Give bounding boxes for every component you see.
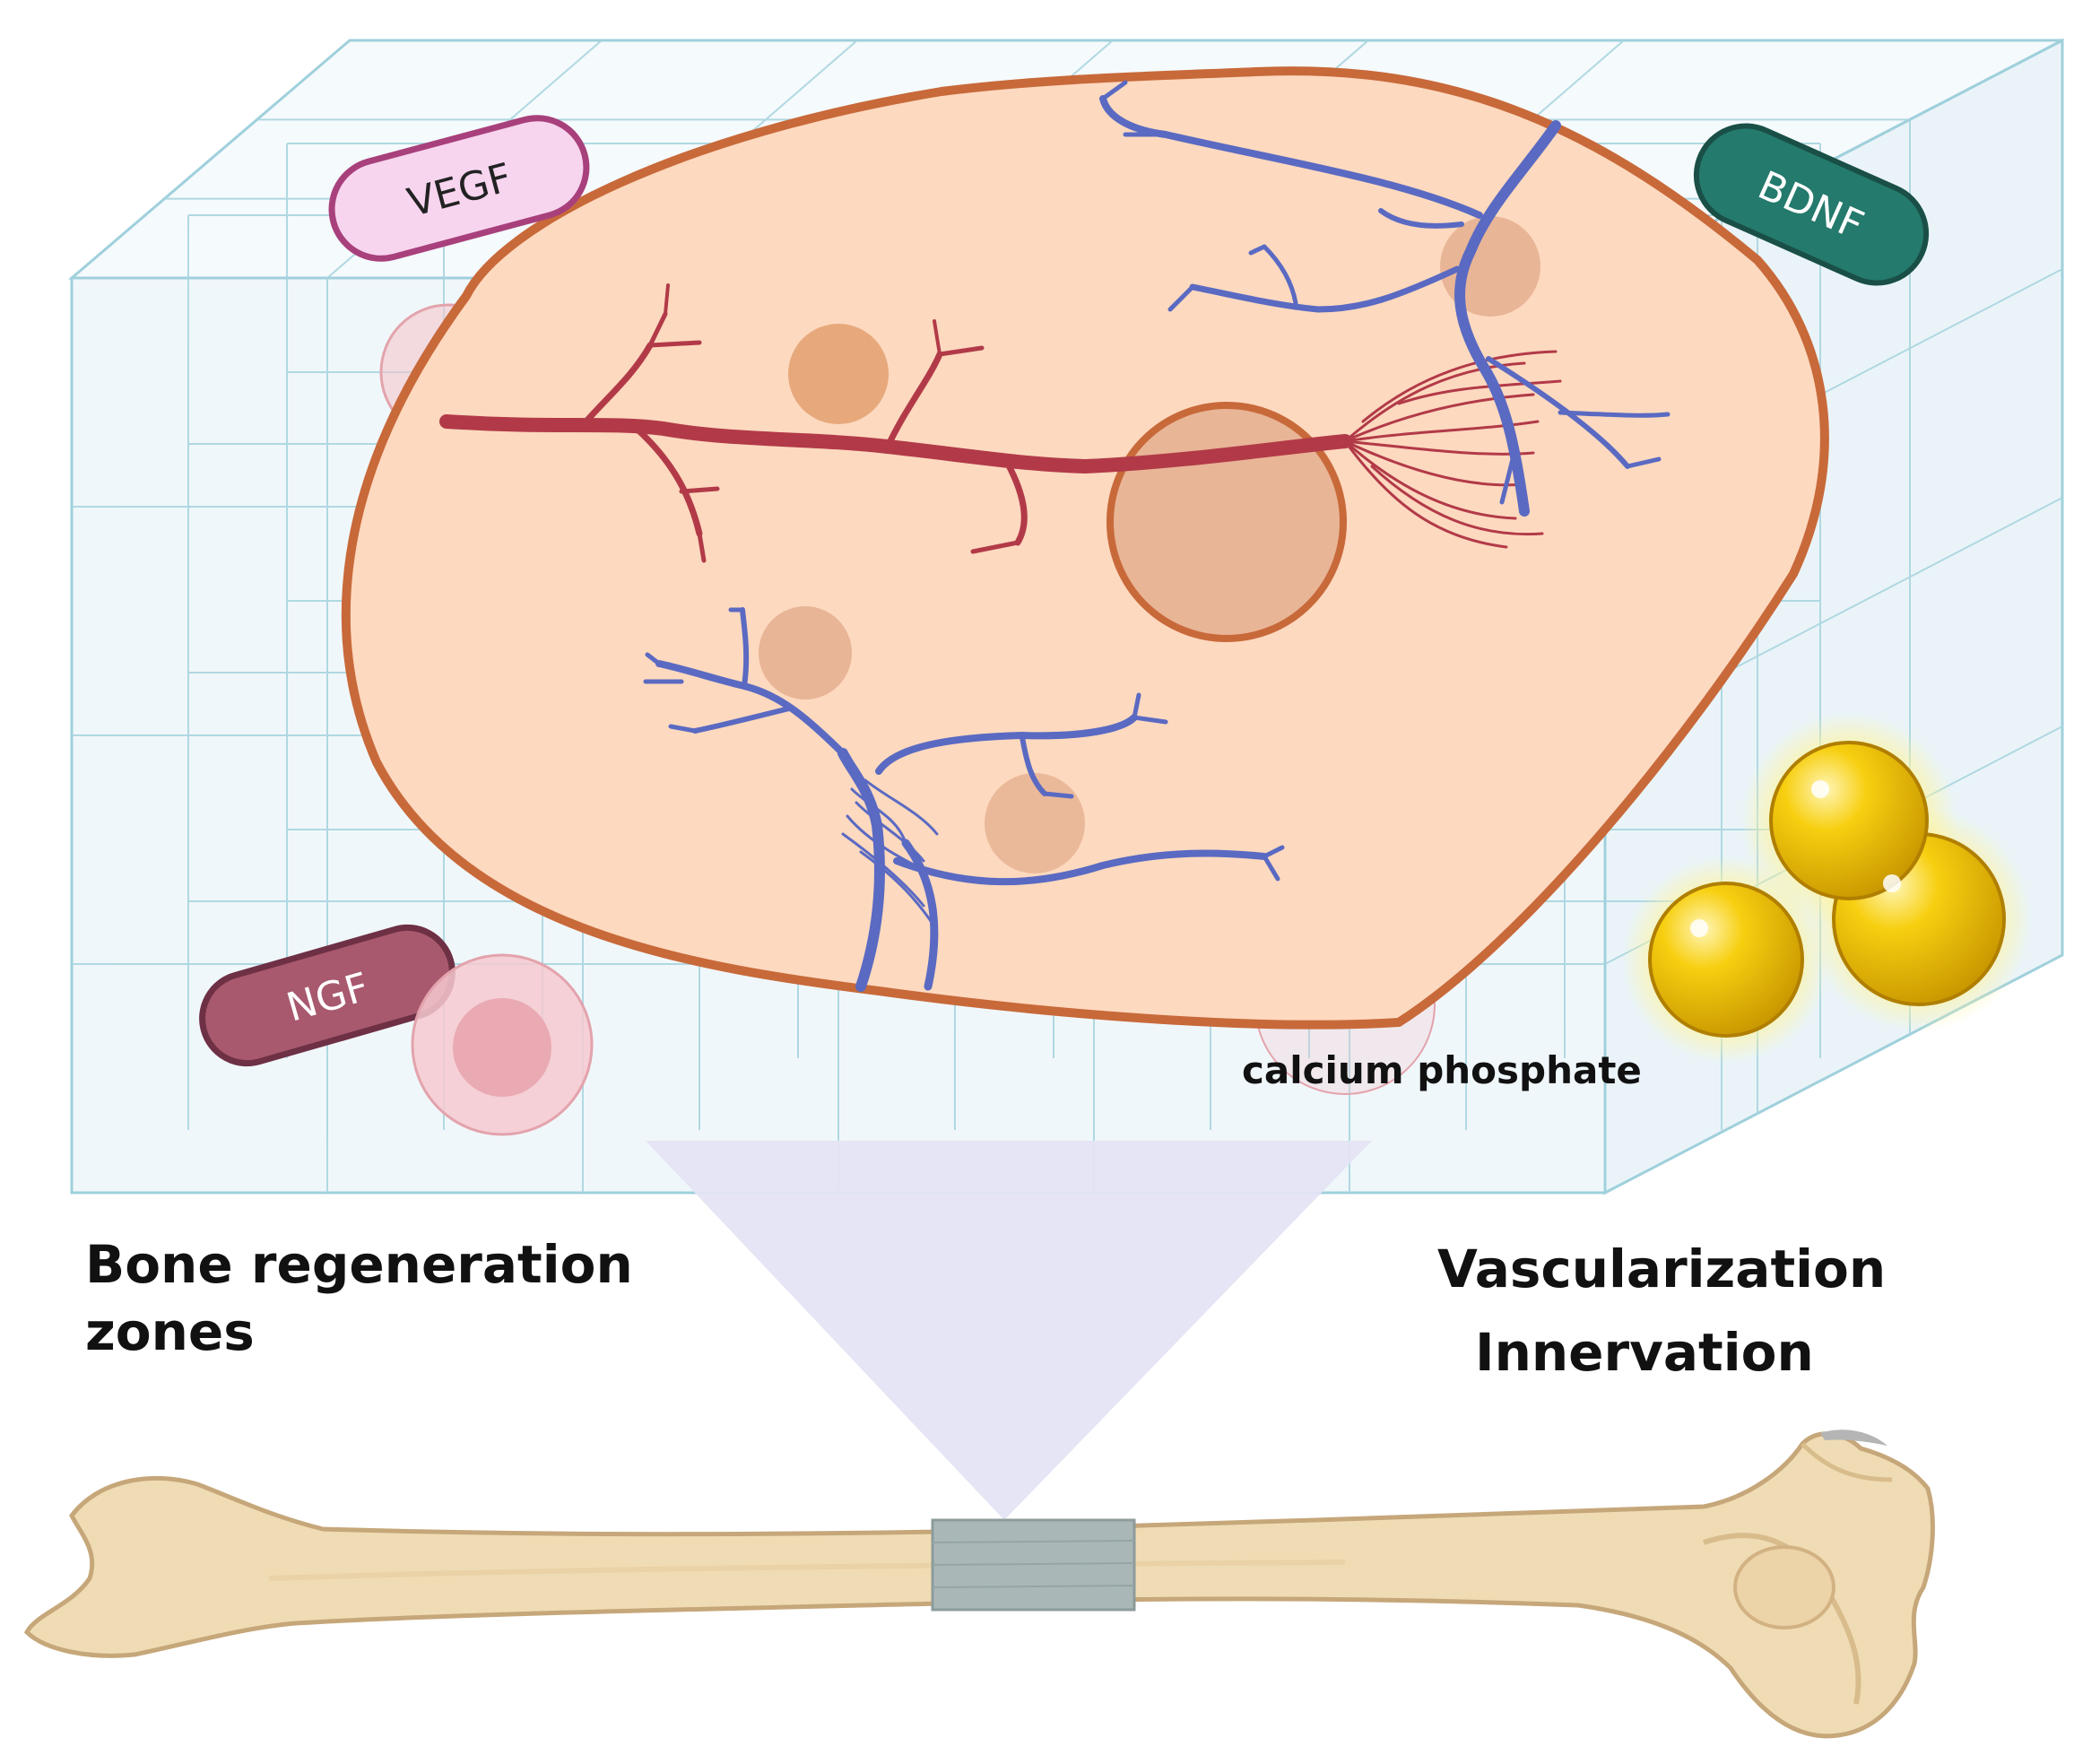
vein-branch <box>1499 446 1518 505</box>
vein-network-upper <box>1099 80 1670 517</box>
vein-branch <box>740 607 750 689</box>
bone-condyle <box>1733 1545 1835 1629</box>
vein-branch <box>668 724 698 734</box>
long-bone <box>23 1429 1935 1739</box>
pink-cell <box>411 953 594 1136</box>
vegf-pill: VEGF <box>328 115 590 262</box>
calcium-phosphate-label: calcium phosphate <box>1242 1048 1642 1092</box>
vein-branch <box>1262 854 1280 882</box>
vein-branch <box>1625 456 1662 469</box>
vein-branch <box>1167 284 1195 312</box>
artery-branch <box>647 340 702 348</box>
magnification-funnel <box>646 1141 1372 1520</box>
vein-trunk <box>1454 120 1561 517</box>
artery-network <box>439 283 1562 563</box>
bone-regeneration-caption-line1: Bone regeneration <box>85 1234 633 1295</box>
innervation-caption: Innervation <box>1475 1322 1814 1383</box>
vein-network-lower <box>643 607 1285 992</box>
bone-regeneration-caption-line2: zones <box>85 1301 255 1362</box>
vein-trunk <box>837 748 885 992</box>
vein-branch <box>1099 95 1483 219</box>
vascularization-caption: Vascularization <box>1437 1238 1886 1299</box>
vein-branch <box>1248 244 1267 256</box>
artery-branch <box>1001 454 1028 546</box>
vein-branch <box>1100 80 1128 101</box>
implant-texture <box>932 1540 1135 1588</box>
calcium-phosphate-sphere <box>1769 741 1929 900</box>
vein-branch <box>1020 734 1047 796</box>
artery-branch <box>579 342 654 429</box>
vein-plexus <box>841 778 939 925</box>
cell-membrane <box>341 66 1829 1030</box>
calcium-phosphate-particles <box>1623 713 2031 1063</box>
bdnf-pill: BDNF <box>1693 123 1930 286</box>
artery-branch <box>970 540 1020 554</box>
vein-branch <box>1486 356 1630 469</box>
vein-branch <box>1042 791 1074 799</box>
vein-branch <box>1132 715 1168 725</box>
vein-branch <box>1189 265 1461 313</box>
artery-branch <box>664 283 670 316</box>
artery-branch <box>647 311 668 348</box>
bone-highlight <box>268 1560 1346 1581</box>
organelle <box>788 324 889 424</box>
organelle <box>759 606 852 700</box>
bone-condyle-detail <box>1801 1442 1893 1482</box>
ngf-pill: NGF <box>199 924 456 1067</box>
vein-branch <box>692 706 792 734</box>
artery-branch <box>633 425 703 537</box>
vein-branch <box>1262 845 1285 859</box>
artery-branch <box>679 486 720 494</box>
vein-trunk <box>901 839 939 991</box>
vein-branch <box>1558 410 1670 418</box>
artery-branch <box>884 351 943 450</box>
bone-cartilage-tip <box>1820 1429 1887 1446</box>
vein-branch <box>645 652 662 666</box>
artery-branch <box>937 345 985 357</box>
vein-branch <box>1378 208 1464 229</box>
vein-branch <box>1262 244 1298 306</box>
organelle <box>985 773 1085 873</box>
vein-branch <box>1132 692 1141 720</box>
calcium-phosphate-sphere <box>1648 882 1804 1038</box>
artery-branch <box>933 319 942 356</box>
artery-branch <box>697 531 707 563</box>
artery-capillaries <box>1343 350 1562 549</box>
vein-branch <box>893 849 1268 886</box>
